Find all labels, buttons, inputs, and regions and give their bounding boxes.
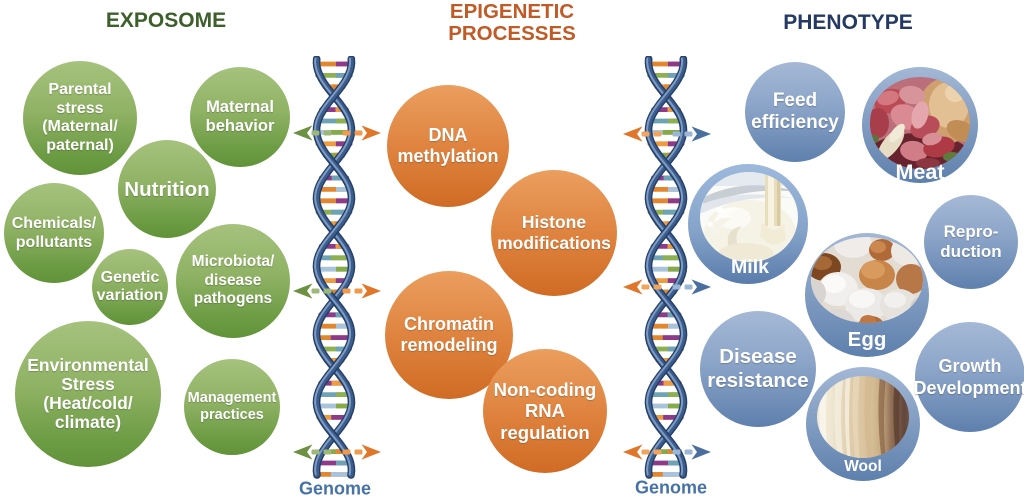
svg-text:Egg: Egg [848, 328, 887, 351]
svg-text:Meat: Meat [896, 160, 945, 183]
svg-text:Milk: Milk [731, 256, 769, 278]
svg-text:Wool: Wool [844, 458, 882, 475]
